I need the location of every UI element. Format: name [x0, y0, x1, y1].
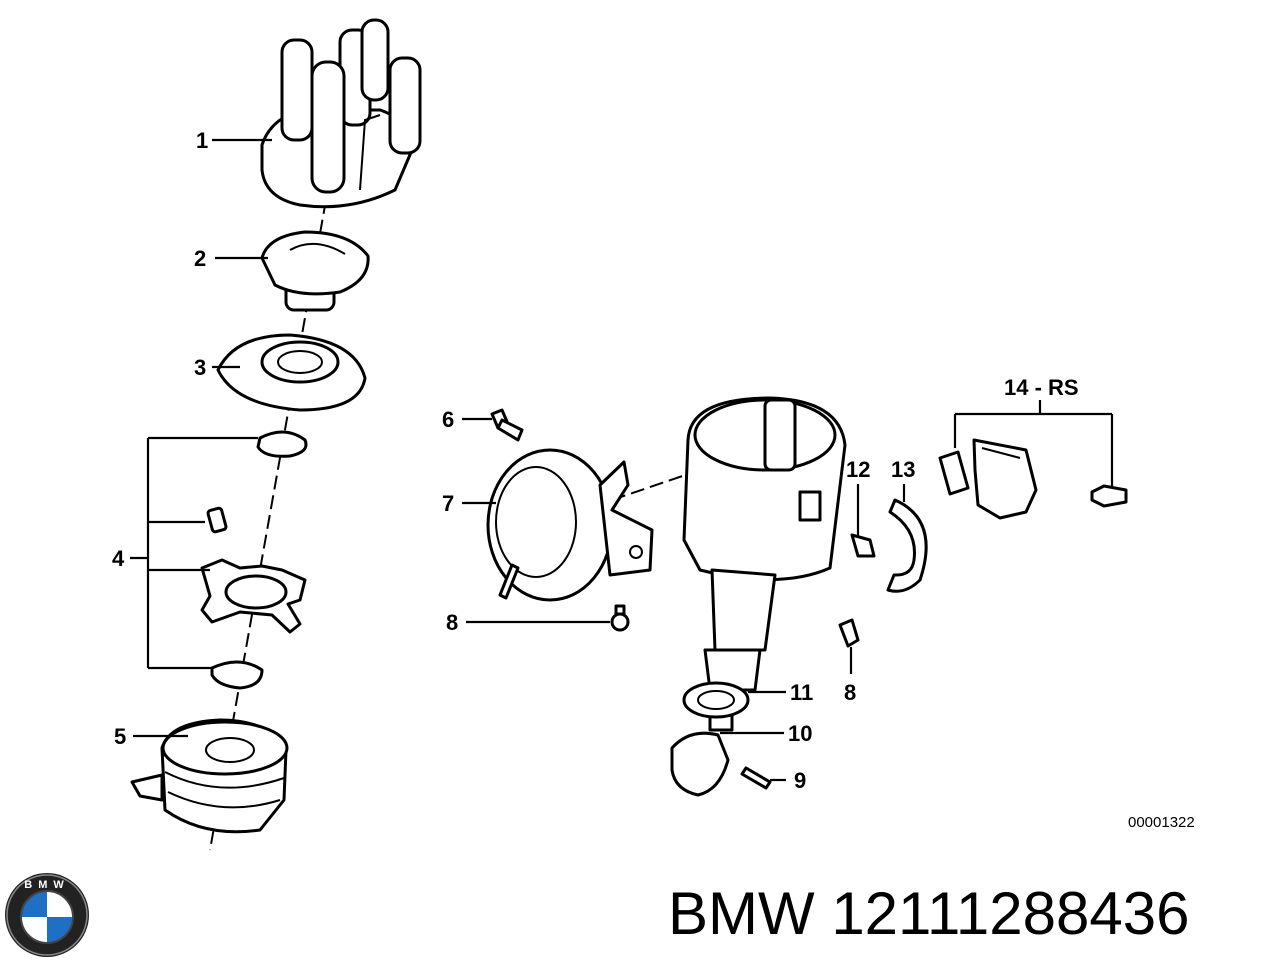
callout-13: 13: [891, 457, 915, 482]
screw-6: [490, 408, 524, 442]
callout-10: 10: [788, 721, 812, 746]
part-title: BMW 12111288436: [668, 878, 1189, 950]
callout-6: 6: [442, 407, 454, 432]
callout-11: 11: [790, 680, 813, 705]
seal-ring: [682, 681, 750, 719]
spring-clip: [886, 498, 928, 593]
drawing-number: 00001322: [1128, 814, 1195, 831]
screw-8-left: [610, 604, 630, 632]
callout-12: 12: [846, 457, 870, 482]
assembly-axis-right: [611, 469, 701, 501]
callout-7: 7: [442, 491, 454, 516]
roll-pin: [740, 766, 772, 790]
screw-8-right: [838, 618, 860, 648]
svg-text:BMW: BMW: [24, 879, 70, 891]
breaker-plate-kit: [130, 430, 308, 690]
part-number: 12111288436: [831, 880, 1190, 947]
distributor-rotor: [260, 230, 370, 312]
dust-shield: [216, 333, 367, 412]
distributor-body: [682, 396, 847, 732]
callout-2: 2: [194, 246, 206, 271]
callout-9: 9: [794, 768, 806, 793]
brand-label: BMW: [668, 880, 815, 947]
housing-ring: [130, 718, 289, 834]
drive-gear: [670, 731, 730, 797]
callout-5: 5: [114, 724, 126, 749]
callout-8-left: 8: [446, 610, 458, 635]
distributor-cap: [260, 18, 422, 209]
callout-14-rs: 14 - RS: [1004, 375, 1079, 400]
callout-8-right: 8: [844, 680, 856, 705]
callout-1: 1: [196, 128, 208, 153]
bmw-logo-icon: BMW: [5, 873, 89, 957]
callout-4: 4: [112, 546, 125, 571]
connector-kit: [938, 400, 1128, 520]
callout-3: 3: [194, 355, 206, 380]
vacuum-unit: [486, 448, 654, 602]
screw-12: [850, 533, 876, 558]
